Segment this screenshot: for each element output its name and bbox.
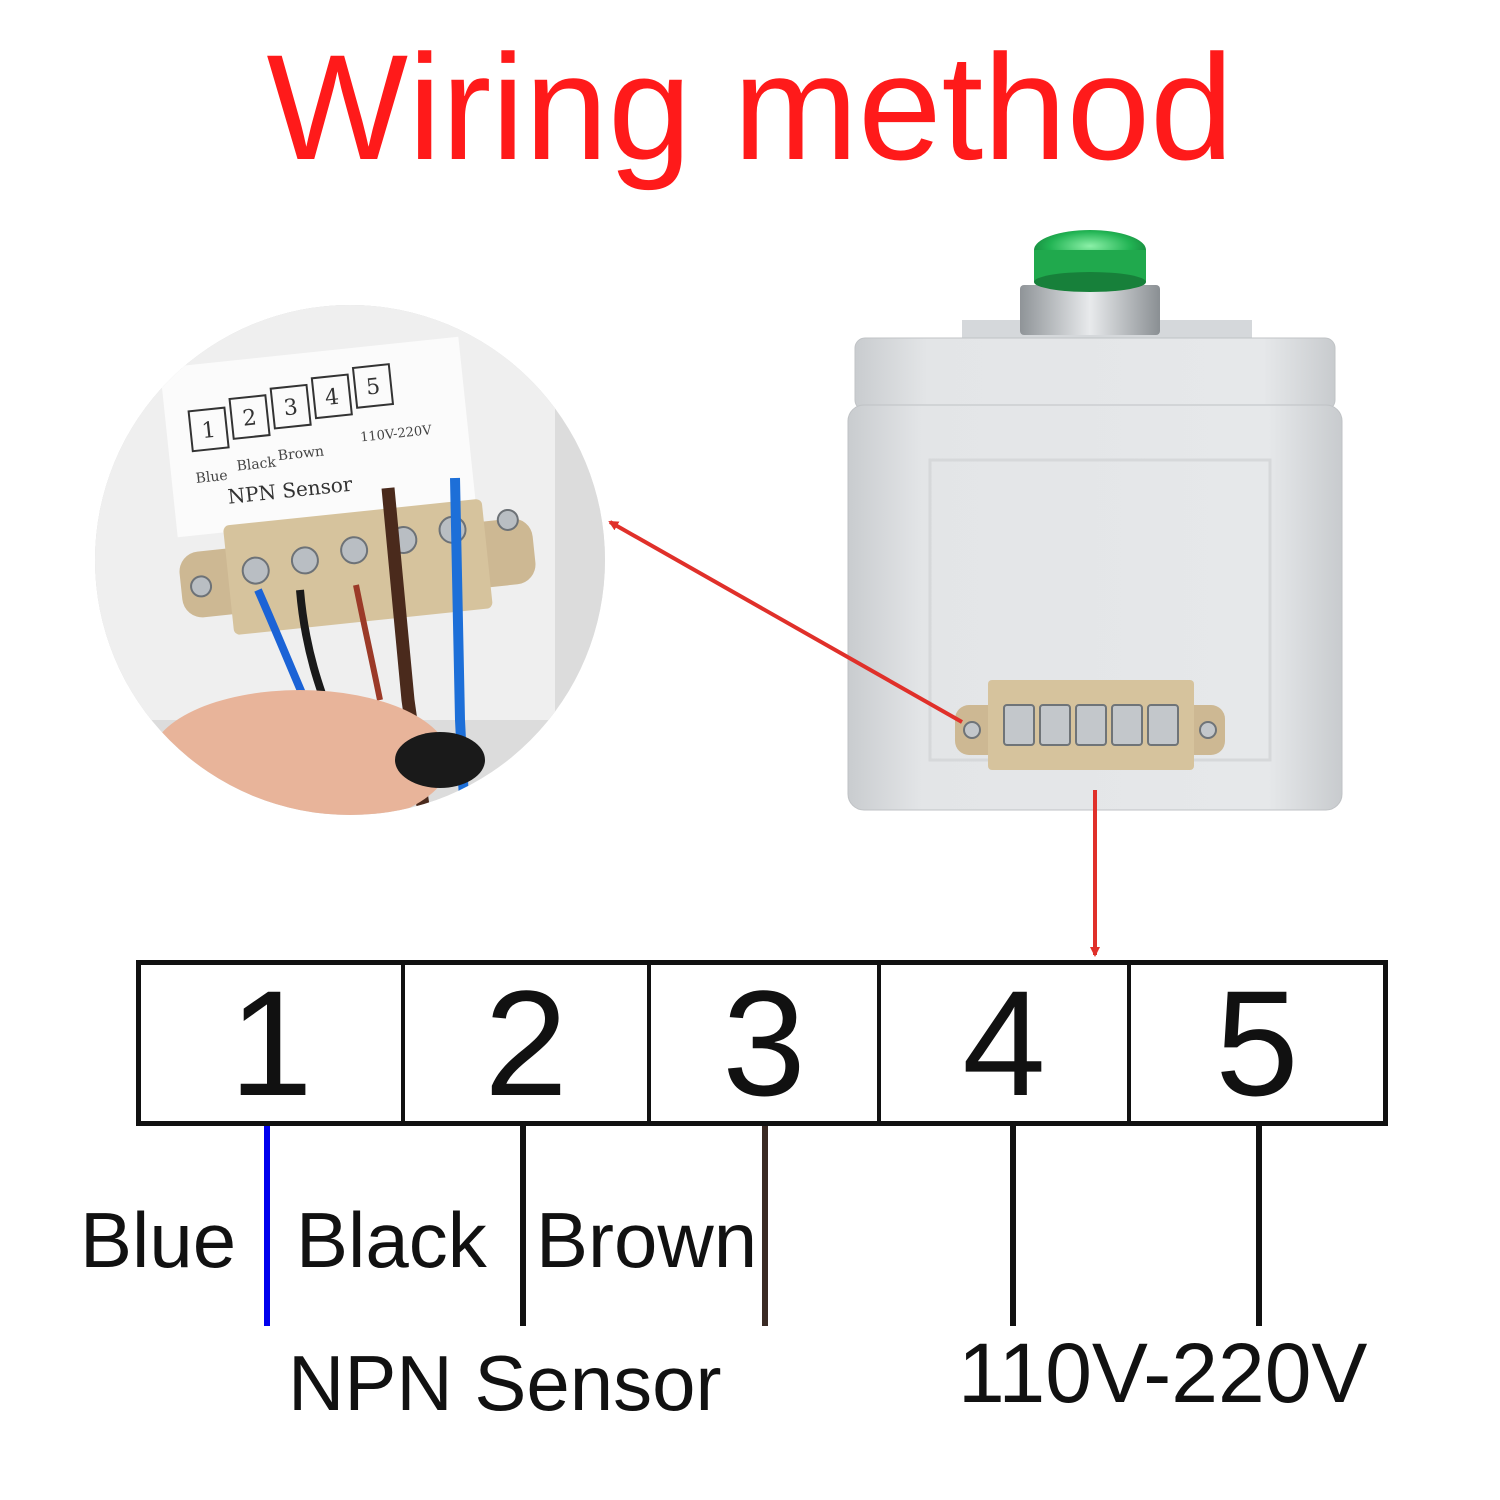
terminal-cell-1: 1 [141, 959, 405, 1127]
wire-2 [520, 1126, 526, 1326]
zoom-arrow [608, 520, 963, 724]
wire-3 [762, 1126, 768, 1326]
label-sticker [159, 336, 477, 538]
sticker-terminal-2: 2 [241, 405, 258, 431]
wire-4 [1010, 1126, 1016, 1326]
wire-label-brown: Brown [536, 1196, 758, 1284]
group-label-power: 110V-220V [958, 1326, 1368, 1420]
terminal-cell-4: 4 [881, 959, 1131, 1127]
wire-label-blue: Blue [80, 1196, 237, 1284]
sticker-wire-blue: Blue [195, 468, 229, 487]
sticker-wire-black: Black [236, 455, 277, 475]
sticker-terminal-5: 5 [365, 374, 382, 400]
wire-1 [264, 1126, 270, 1326]
zoom-photo: 1 2 3 4 5 Blue Black Brown 110V-220V NPN… [95, 305, 605, 815]
terminal-table: 1 2 3 4 5 [136, 958, 1388, 1127]
terminal-cell-2: 2 [405, 959, 651, 1127]
wire-5 [1256, 1126, 1262, 1326]
page-title: Wiring method [266, 23, 1234, 191]
sticker-terminal-3: 3 [283, 395, 300, 421]
terminal-cell-3: 3 [651, 959, 881, 1127]
sticker-wire-brown: Brown [277, 443, 325, 464]
group-label-sensor: NPN Sensor [288, 1339, 722, 1427]
sticker-terminal-1: 1 [200, 418, 217, 444]
device-box [847, 230, 1343, 811]
sticker-terminal-4: 4 [324, 385, 341, 411]
wire-label-black: Black [296, 1196, 487, 1284]
terminal-cell-5: 5 [1215, 958, 1299, 1127]
